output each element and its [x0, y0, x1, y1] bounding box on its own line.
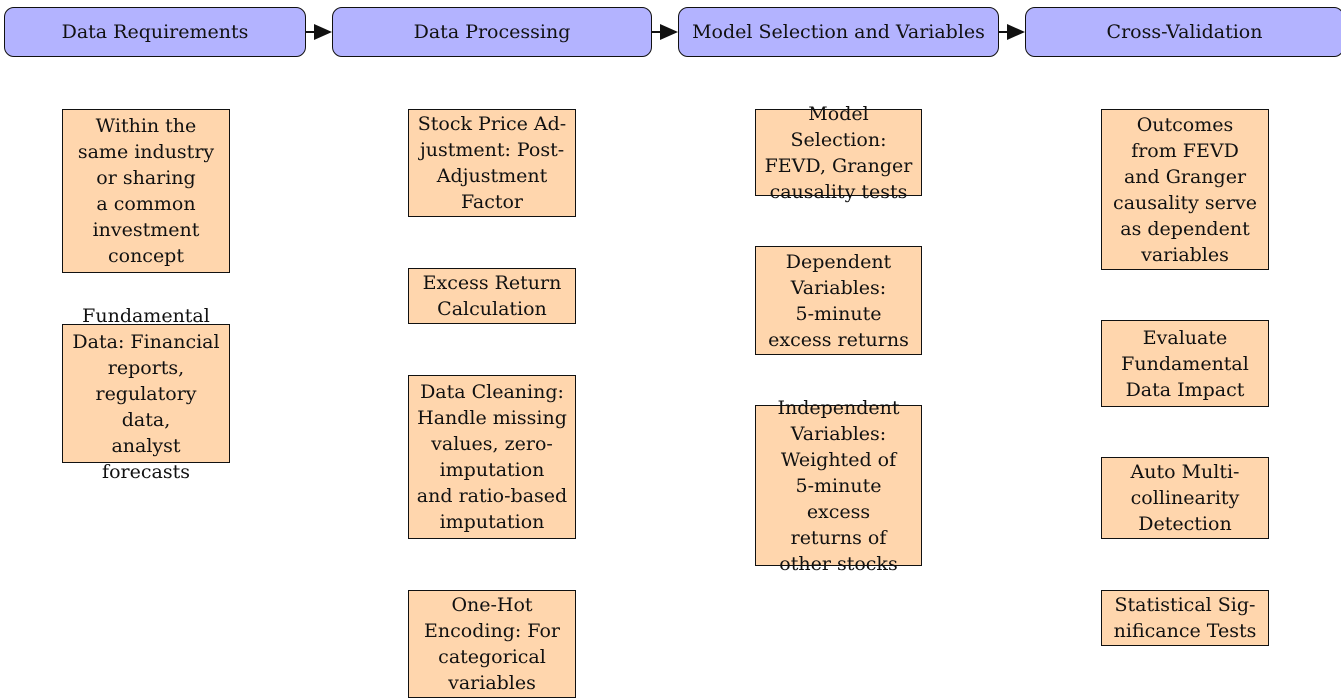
- step-box: Statistical Sig-nificance Tests: [1101, 590, 1269, 646]
- header-model-selection: Model Selection and Variables: [678, 7, 999, 57]
- step-box: Stock Price Ad-justment: Post-Adjustment…: [408, 109, 576, 217]
- header-data-processing: Data Processing: [332, 7, 652, 57]
- header-data-requirements: Data Requirements: [4, 7, 306, 57]
- header-cross-validation: Cross-Validation: [1025, 7, 1341, 57]
